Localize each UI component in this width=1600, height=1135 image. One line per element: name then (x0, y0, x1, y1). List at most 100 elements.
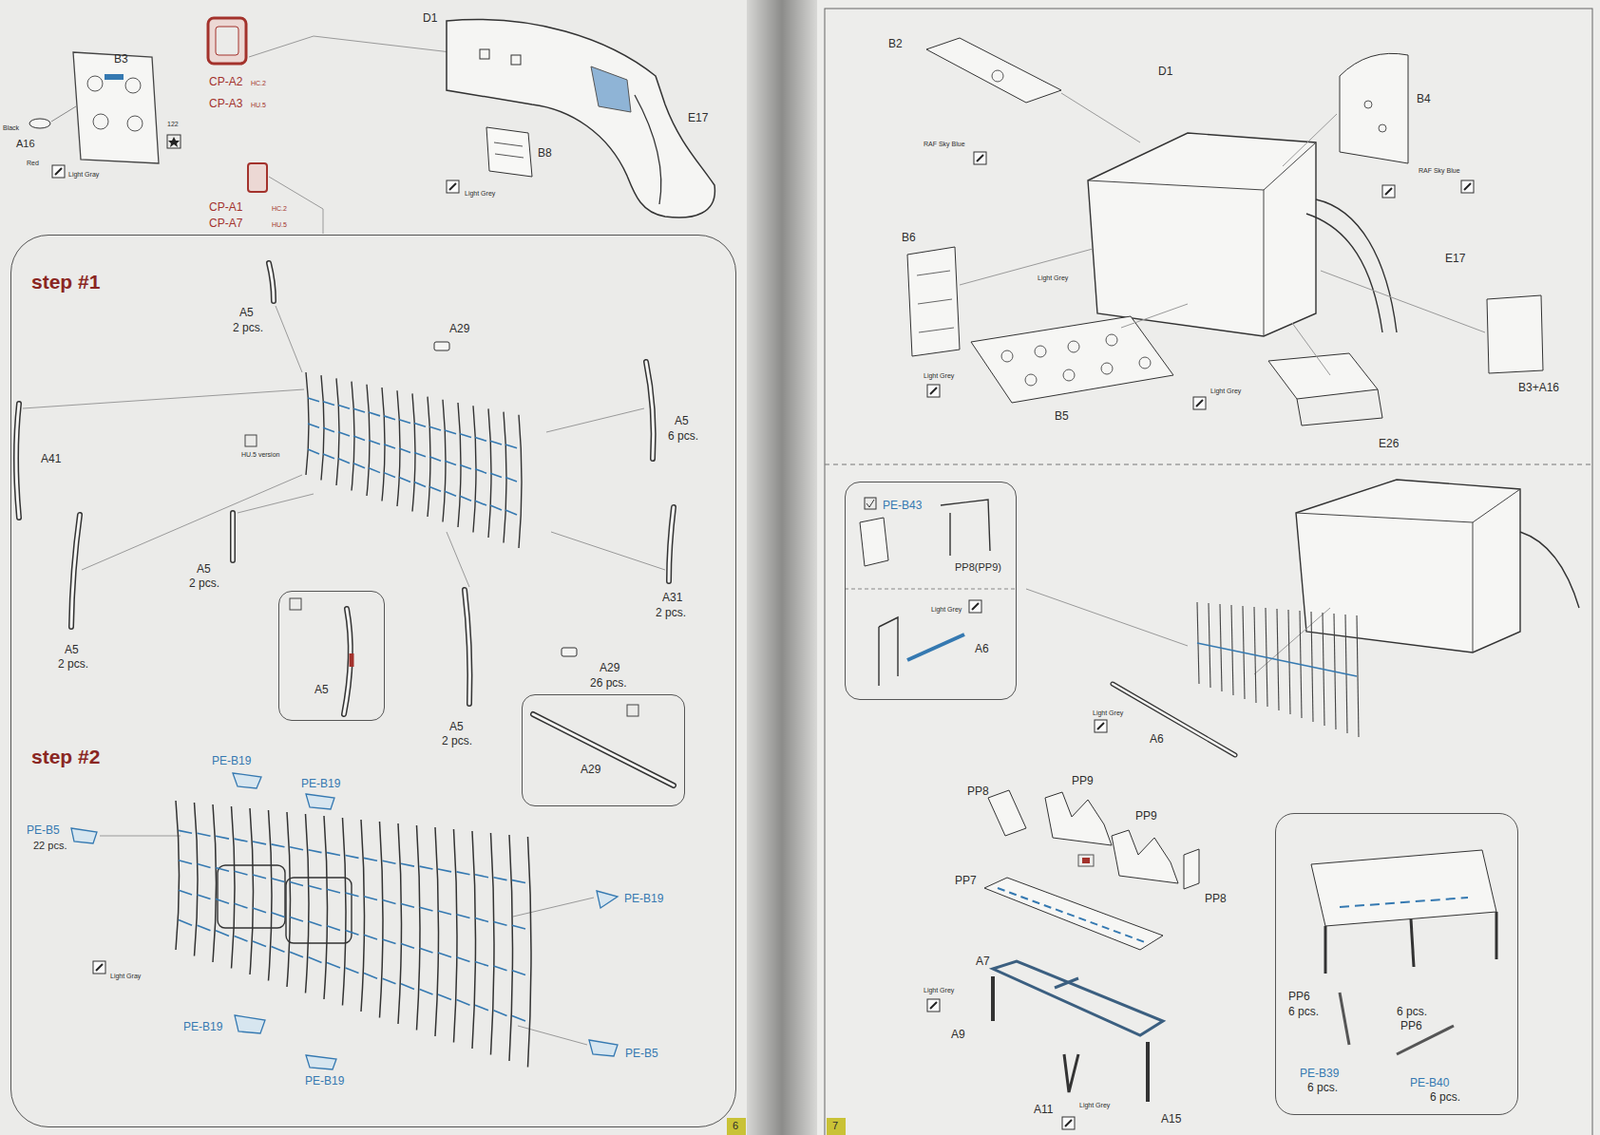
part-label: A31 (662, 591, 683, 606)
paint-icon (446, 180, 459, 193)
decal-icon (627, 704, 639, 717)
frame-grids (175, 372, 1359, 1068)
stringer (326, 962, 341, 969)
frame-rib (518, 415, 522, 549)
hole (1378, 124, 1387, 133)
leg-a9 (990, 976, 995, 1022)
frame-rib (528, 837, 533, 1068)
part-pp6 (1339, 992, 1350, 1046)
paint-note: Light Grey (1037, 274, 1068, 283)
stringer (338, 405, 350, 410)
rod-outline (646, 361, 654, 459)
part-name: PP6 (1400, 1020, 1423, 1034)
frame-rib (472, 831, 477, 1049)
stringer (326, 926, 341, 932)
part-label: E26 (1378, 438, 1399, 452)
stringer (289, 916, 304, 922)
leader-line (275, 305, 303, 373)
rod-body (71, 514, 80, 628)
quantity: 6 pcs. (1396, 1006, 1428, 1020)
frame-rib (1356, 615, 1359, 738)
stringer (438, 869, 452, 873)
rod-body (668, 507, 674, 582)
panel-b2 (926, 38, 1062, 103)
part-label: 2 pcs. (441, 735, 473, 749)
mask-cp-a2 (208, 18, 247, 64)
part-label: 26 pcs. (590, 677, 628, 691)
gauge (1105, 334, 1118, 346)
stringer (457, 957, 471, 963)
cockpit-tub (1295, 479, 1521, 653)
leader-line (268, 176, 324, 234)
stringer (252, 875, 267, 879)
stringer (490, 440, 502, 445)
stringer (197, 864, 211, 869)
part-label: 2 pcs. (189, 577, 220, 591)
stringer (414, 481, 426, 487)
stringer (363, 857, 378, 861)
part-label: A41 (40, 453, 61, 467)
part-label: A7 (975, 955, 991, 970)
part-label: A6 (1149, 733, 1164, 747)
part-pp7 (984, 877, 1163, 951)
mask-cp-a1 (247, 163, 267, 192)
stringer (178, 860, 192, 865)
quantity: 6 pcs. (1288, 1006, 1319, 1020)
stringer (494, 921, 508, 926)
part-pp8 (988, 790, 1027, 837)
paint-note: Light Grey (1079, 1102, 1110, 1110)
stringer (419, 989, 434, 995)
brush-mark (930, 1002, 937, 1010)
gauge (1034, 345, 1047, 358)
part-label: B2 (888, 38, 903, 52)
rod-a6 (1112, 684, 1236, 756)
part-name: PP8(PP9) (954, 561, 1002, 574)
stringer (338, 458, 350, 464)
pe-parts (71, 773, 618, 1070)
paint-icon (927, 384, 940, 398)
stringer (459, 495, 472, 501)
part-label: E17 (687, 112, 708, 126)
stringer (438, 994, 452, 1001)
part-label: B8 (537, 147, 553, 161)
stringer (383, 416, 396, 420)
leader-line (1292, 323, 1331, 376)
part-e17 (634, 95, 662, 205)
brush-mark (1065, 1120, 1072, 1127)
part-name: A6 (974, 643, 990, 657)
tub-edge (1472, 522, 1474, 653)
stringer (429, 486, 441, 492)
leader-line (551, 532, 666, 571)
cutout (991, 70, 1004, 82)
part-label: B3+A16 (1518, 381, 1560, 396)
part-label: PP7 (954, 875, 977, 889)
stringer (494, 877, 508, 881)
part-name: PE-B39 (1299, 1067, 1339, 1082)
rod-body (268, 263, 274, 302)
step-heading: step #1 (31, 270, 100, 294)
tub-edge (1263, 190, 1265, 337)
rod-a6 (907, 634, 965, 661)
tub-edge (1087, 142, 1316, 191)
stringer (444, 460, 457, 465)
frame-rib (231, 806, 236, 970)
frame-rib (249, 808, 254, 975)
frame-rib (435, 827, 439, 1037)
part-label: D1 (422, 12, 438, 26)
frame-rib (380, 821, 384, 1019)
gauge (1139, 357, 1151, 369)
page-number-box (826, 1118, 846, 1135)
panel-b6 (907, 247, 960, 357)
decal-mark (1082, 857, 1090, 864)
stringer (505, 444, 517, 449)
part-name: PE-B40 (1409, 1077, 1449, 1091)
frame-rib (305, 814, 310, 994)
panel-line (916, 270, 951, 276)
blue-dash (1339, 897, 1468, 908)
paint-icons (52, 152, 1474, 1130)
part-e26 (1296, 389, 1383, 426)
part-name: PP6 (1288, 990, 1311, 1005)
paint-note: RAF Sky Blue (1418, 167, 1461, 175)
